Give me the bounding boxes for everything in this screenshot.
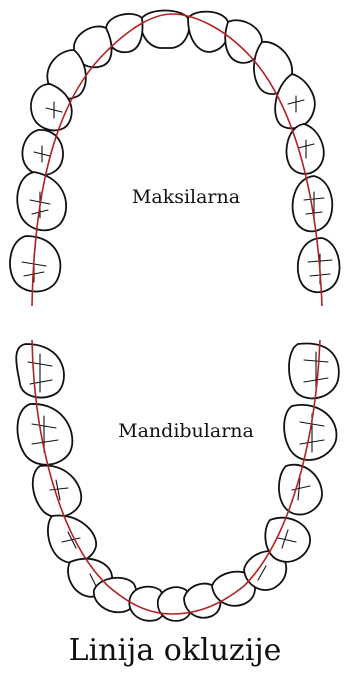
fissure-mark <box>61 531 81 549</box>
upper-tooth <box>291 175 334 233</box>
fissure-mark <box>49 479 69 501</box>
fissure-mark <box>89 573 97 587</box>
diagram-caption: Linija okluzije <box>68 633 282 668</box>
fissure-mark <box>303 351 329 391</box>
fissure-mark <box>287 95 305 113</box>
fissure-mark <box>45 101 63 119</box>
fissure-mark <box>291 477 311 501</box>
maxillary-arch <box>9 9 341 294</box>
lower-tooth <box>16 403 74 466</box>
maxillary-label: Maksilarna <box>132 186 240 208</box>
lower-tooth <box>278 463 323 516</box>
upper-occlusion-line <box>31 13 323 307</box>
lower-tooth <box>31 464 83 518</box>
upper-tooth <box>140 9 191 49</box>
lower-tooth <box>211 570 256 607</box>
lower-tooth <box>288 342 340 400</box>
mandibular-arch <box>15 342 340 622</box>
upper-tooth <box>285 123 325 175</box>
upper-tooth <box>30 83 73 132</box>
fissure-mark <box>33 145 51 163</box>
upper-tooth <box>16 171 68 232</box>
fissure-mark <box>257 565 267 581</box>
lower-tooth <box>243 550 288 591</box>
upper-tooth <box>296 237 341 294</box>
lower-occlusion-line <box>31 339 321 615</box>
mandibular-label: Mandibularna <box>118 420 254 442</box>
fissure-mark <box>277 529 297 549</box>
fissure-mark <box>297 139 315 159</box>
